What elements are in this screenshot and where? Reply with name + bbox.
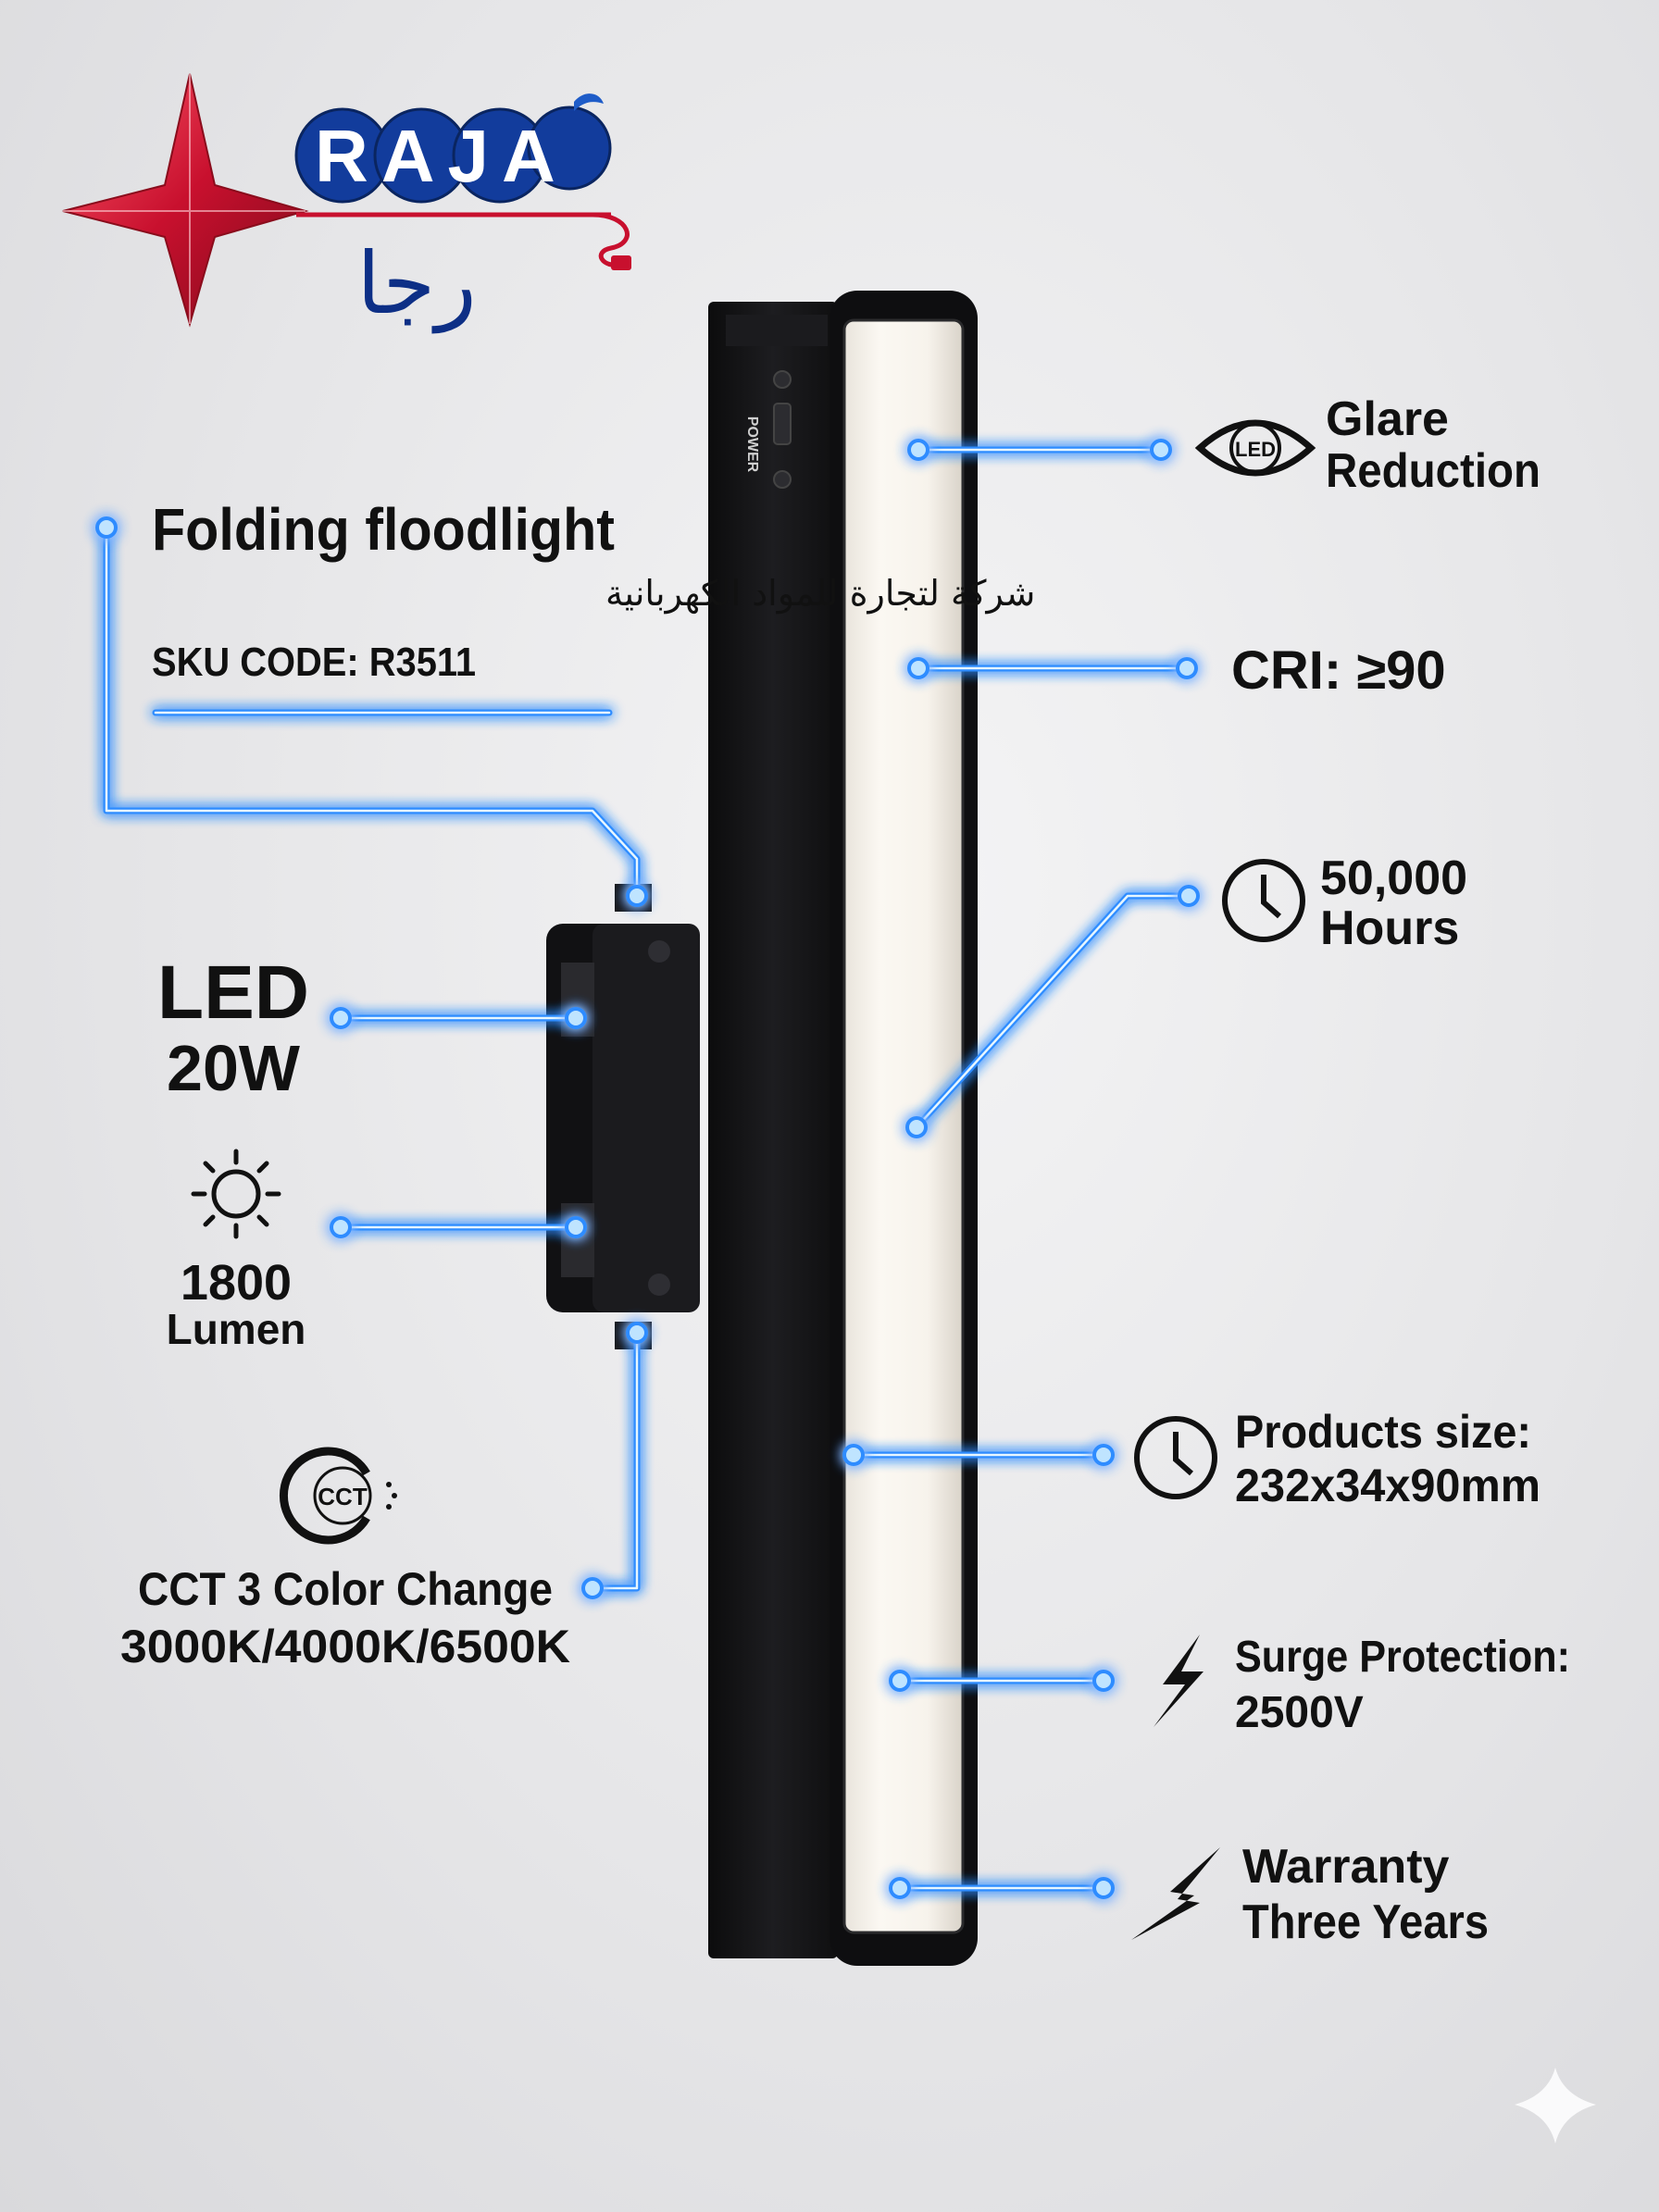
clock-icon <box>1222 859 1305 942</box>
hours-line1: 50,000 <box>1320 851 1467 905</box>
sku-code: SKU CODE: R3511 <box>152 640 476 685</box>
callout-lines-core <box>105 448 1191 1890</box>
glare-line2: Reduction <box>1326 444 1540 498</box>
led-power: 20W <box>167 1032 300 1104</box>
cct-icon-text: CCT <box>318 1483 368 1510</box>
company-arabic: شركة لتجارة للمواد الكهربانية <box>605 573 1035 615</box>
lumen-value: 1800 <box>181 1255 292 1311</box>
product-title: Folding floodlight <box>152 496 615 563</box>
cri-value: CRI: ≥90 <box>1231 640 1446 701</box>
logo-latin: RAJA <box>315 115 568 197</box>
surge-line1: Surge Protection: <box>1235 1633 1570 1682</box>
cct-icon: CCT <box>279 1447 397 1545</box>
brand-logo: RAJA رجا <box>62 73 631 333</box>
callout-dots <box>95 439 1200 1899</box>
cct-line2: 3000K/4000K/6500K <box>120 1621 570 1672</box>
lumen-unit: Lumen <box>167 1305 306 1353</box>
size-line2: 232x34x90mm <box>1235 1460 1540 1511</box>
glare-line1: Glare <box>1326 392 1449 446</box>
eye-led-icon-text: LED <box>1235 438 1276 461</box>
cct-line1: CCT 3 Color Change <box>138 1563 553 1615</box>
switch-label: POWER <box>744 416 760 473</box>
sun-icon <box>191 1149 281 1239</box>
clock-icon <box>1134 1416 1217 1499</box>
eye-led-icon: LED <box>1194 419 1316 477</box>
lightning-icon <box>1131 1847 1220 1940</box>
size-line1: Products size: <box>1235 1406 1531 1458</box>
logo-arabic: رجا <box>356 234 476 333</box>
lightning-icon <box>1154 1634 1204 1727</box>
led-type: LED <box>157 951 309 1035</box>
sparkle-icon <box>1515 2068 1596 2144</box>
star-logo-icon <box>62 73 309 328</box>
warranty-line2: Three Years <box>1242 1895 1489 1949</box>
hours-line2: Hours <box>1320 901 1459 955</box>
surge-line2: 2500V <box>1235 1688 1364 1737</box>
warranty-line1: Warranty <box>1242 1840 1450 1894</box>
